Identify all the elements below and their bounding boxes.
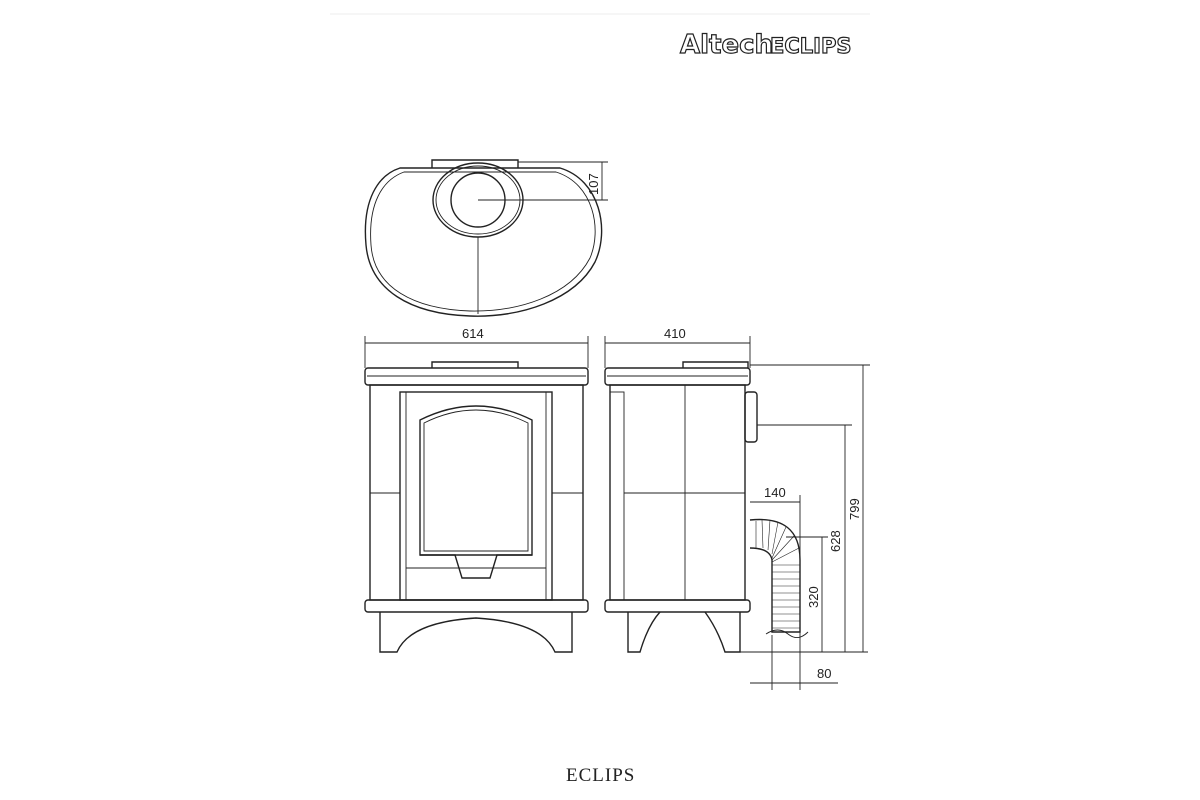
dim-height-total: 799 bbox=[847, 498, 862, 520]
drawing-title: ECLIPS bbox=[566, 765, 635, 786]
side-view: 410 bbox=[604, 326, 809, 653]
logo-brand: Altech bbox=[680, 30, 773, 60]
logo-model: ECLIPS bbox=[770, 34, 851, 58]
dim-width: 614 bbox=[462, 326, 484, 341]
dim-depth: 410 bbox=[664, 326, 686, 341]
dim-height-pipe: 320 bbox=[806, 586, 821, 608]
dim-height-flue: 628 bbox=[828, 530, 843, 552]
front-view: 614 bbox=[364, 326, 589, 653]
dim-pipe-wall: 80 bbox=[817, 666, 831, 681]
dim-flue-offset: 107 bbox=[586, 173, 601, 195]
logo: Altech ECLIPS bbox=[679, 29, 852, 60]
dim-pipe-offset: 140 bbox=[764, 485, 786, 500]
height-dimensions: 799 628 320 140 80 bbox=[740, 364, 870, 690]
top-view: 107 bbox=[364, 159, 608, 317]
